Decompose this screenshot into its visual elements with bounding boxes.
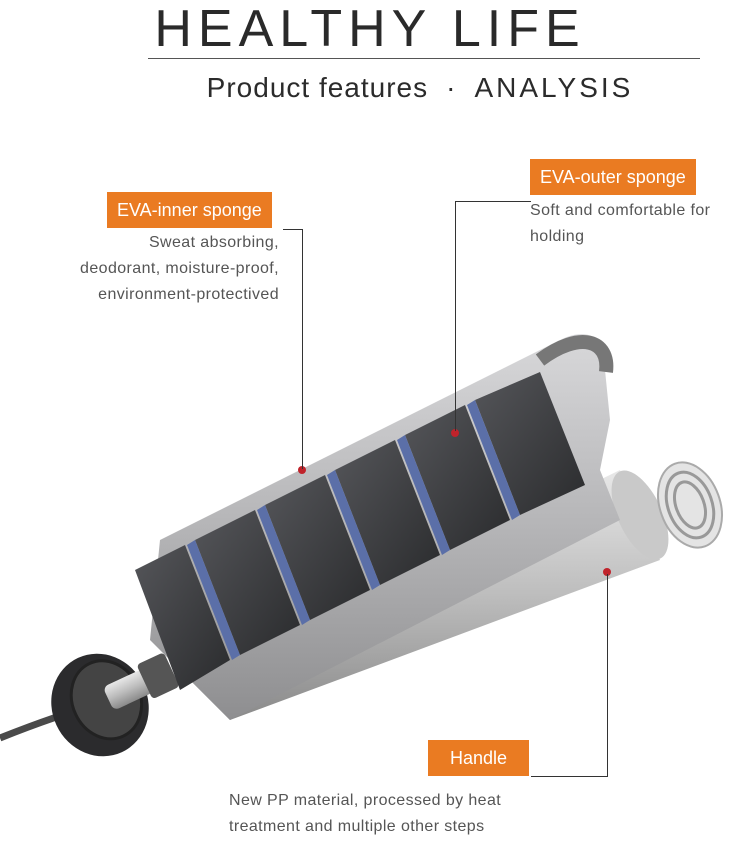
page-title: HEALTHY LIFE (154, 0, 586, 58)
inner-sponge-tag: EVA-inner sponge (107, 192, 272, 228)
subtitle-features: Product features (206, 72, 429, 103)
end-cap (51, 653, 179, 757)
outer-sponge-marker (451, 429, 459, 437)
subtitle-separator: · (446, 72, 457, 103)
title-divider (148, 58, 700, 59)
inner-desc-line: environment-protectived (98, 286, 279, 303)
handle-tag: Handle (428, 740, 530, 776)
subtitle-analysis: ANALYSIS (474, 72, 634, 103)
handle-desc: New PP material, processed by heat treat… (229, 788, 569, 840)
outer-desc-line: Soft and comfortable for (530, 202, 711, 219)
outer-sponge-desc: Soft and comfortable for holding (530, 198, 740, 250)
inner-sponge-segments (135, 372, 585, 690)
inner-leader-v (302, 229, 303, 469)
handle-desc-line: New PP material, processed by heat (229, 792, 502, 809)
inner-desc-line: deodorant, moisture-proof, (80, 260, 279, 277)
subtitle: Product features · ANALYSIS (140, 72, 700, 104)
outer-desc-line: holding (530, 228, 585, 245)
outer-leader-h (455, 201, 531, 202)
handle-desc-line: treatment and multiple other steps (229, 818, 485, 835)
inner-sponge-marker (298, 466, 306, 474)
inner-leader-h (283, 229, 303, 230)
handle-leader-h (531, 776, 608, 777)
inner-desc-line: Sweat absorbing, (148, 234, 279, 251)
inner-sponge-desc: Sweat absorbing, deodorant, moisture-pro… (19, 230, 279, 308)
outer-leader-v (455, 201, 456, 431)
outer-sponge-tag: EVA-outer sponge (530, 159, 696, 195)
handle-marker (603, 568, 611, 576)
handle-leader-v (607, 574, 608, 776)
